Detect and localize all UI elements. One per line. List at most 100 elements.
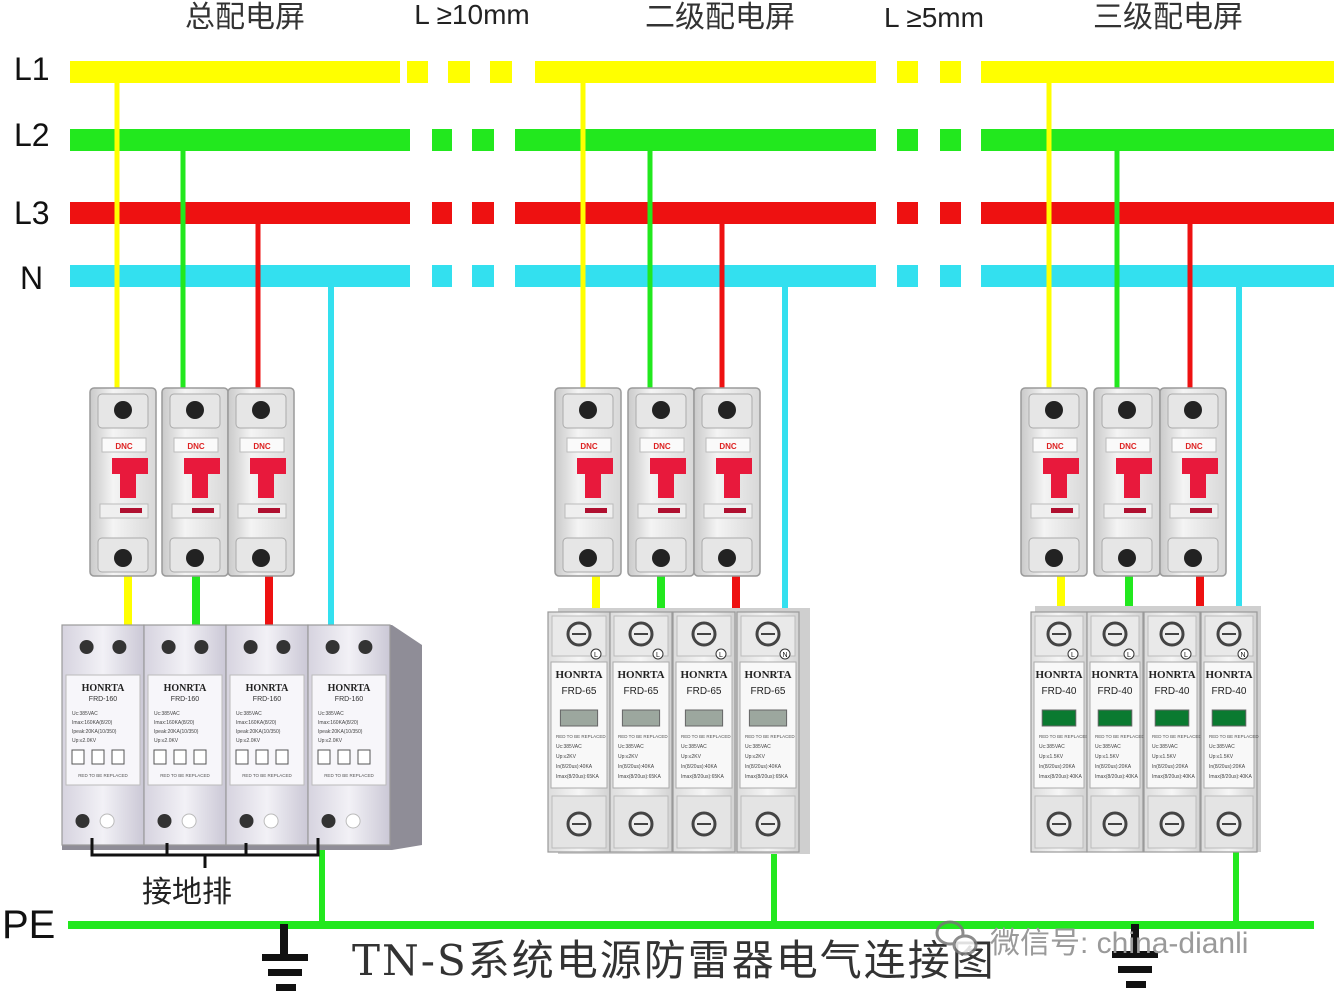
spd-label-panel — [147, 674, 223, 786]
spd-spec-line: Imax(8/20us):40KA — [1209, 774, 1252, 780]
bus-l3-segment — [432, 202, 452, 224]
spd-spec-line: Ipeak:20KA(10/350) — [318, 729, 363, 735]
terminal-hole-icon — [345, 813, 361, 829]
spd-spec-line: In(8/20us):40KA — [745, 764, 782, 770]
wire-l1 — [580, 80, 586, 388]
terminal-mark-circle — [1237, 648, 1249, 660]
spd-spec-line: Up:≤1.5KV — [1095, 754, 1120, 760]
bus-l3-segment — [472, 202, 494, 224]
spd-label-panel — [65, 674, 141, 786]
spd-spec-line: Imax(8/20us):40KA — [1095, 774, 1138, 780]
spd-model: FRD-40 — [1154, 686, 1189, 697]
breaker-handle — [650, 458, 686, 474]
terminal-mark-circle — [652, 648, 664, 660]
wire-l3-spd — [265, 575, 273, 625]
wire-l2-spd — [192, 575, 200, 625]
breaker-handle — [577, 458, 613, 474]
spd-replace-note: RED TO BE REPLACED — [556, 734, 606, 739]
spd-spec-line: In(8/20us):20KA — [1152, 764, 1189, 770]
main-panel-title: 总配电屏 — [185, 0, 305, 35]
bus-l3-segment — [515, 202, 876, 224]
terminal-mark-circle — [1067, 648, 1079, 660]
circuit-breaker: DNC — [227, 387, 295, 577]
terminal-mark: N — [782, 652, 787, 659]
spd-spec-line: Up:≤1.5KV — [1039, 754, 1064, 760]
wire-l1-spd — [592, 575, 600, 612]
spd-spec-line: Ipeak:20KA(10/350) — [154, 729, 199, 735]
spd-window — [91, 749, 105, 765]
spd-spec-line: Up:≤1.5KV — [1209, 754, 1234, 760]
spd-spec-line: Imax(8/20us):40KA — [1152, 774, 1195, 780]
breaker-indicator — [724, 508, 746, 513]
bus-l1-segment — [981, 61, 1334, 83]
bus-l2-segment — [981, 129, 1334, 151]
spd-spec-line: Imax:160KA(8/20) — [154, 720, 195, 726]
spd-spec-line: Ipeak:20KA(10/350) — [236, 729, 281, 735]
bus-l1-segment — [407, 61, 428, 83]
breaker-brand: DNC — [719, 442, 737, 451]
spd-status-window — [684, 709, 724, 727]
spd-window — [111, 749, 125, 765]
spd-replace-note: RED TO BE REPLACED — [160, 773, 210, 778]
bus-label-n: N — [20, 260, 43, 296]
spd-window — [357, 749, 371, 765]
bus-l3-segment — [981, 202, 1334, 224]
spd-brand: HONRTA — [555, 669, 602, 681]
bus-l1-segment — [897, 61, 918, 83]
circuit-breaker: DNC — [161, 387, 229, 577]
breaker-indicator — [192, 508, 214, 513]
wire-l1 — [114, 80, 120, 388]
terminal-mark: L — [1071, 652, 1075, 659]
breaker-brand: DNC — [653, 442, 671, 451]
circuit-breaker: DNC — [89, 387, 157, 577]
ground-symbol-left — [262, 924, 308, 991]
spd-replace-note: RED TO BE REPLACED — [618, 734, 668, 739]
bus-l2-segment — [897, 129, 918, 151]
wire-pe — [771, 850, 777, 925]
breaker-handle-stem — [192, 474, 208, 498]
spd-spec-line: Up:≤2KV — [618, 754, 639, 760]
terminal-hole-icon — [239, 814, 254, 828]
breaker-handle-stem — [120, 474, 136, 498]
ground-bar-bracket — [90, 838, 320, 868]
circuit-breaker: DNC — [693, 387, 761, 577]
wire-l2 — [180, 148, 186, 388]
wire-l3 — [719, 222, 725, 388]
spd-window — [255, 749, 269, 765]
connection-wires — [114, 80, 1242, 940]
terminal-screw-icon — [718, 401, 736, 419]
spd-replace-note: RED TO BE REPLACED — [681, 734, 731, 739]
spd-status-window — [748, 709, 788, 727]
breaker-handle-stem — [658, 474, 674, 498]
surge-protectors: HONRTAFRD-160Uc:385VACImax:160KA(8/20)Ip… — [61, 606, 1261, 854]
terminal-mark: L — [656, 652, 660, 659]
ground-bar-label: 接地排 — [142, 875, 232, 910]
terminal-hole-icon — [161, 640, 176, 654]
breaker-handle-stem — [1124, 474, 1140, 498]
spd-replace-note: RED TO BE REPLACED — [324, 773, 374, 778]
wire-l1 — [1046, 80, 1052, 388]
terminal-screw-icon — [252, 401, 270, 419]
spd-spec-line: Uc:385VAC — [236, 711, 262, 717]
spd-spec-line: Uc:385VAC — [681, 744, 707, 750]
wire-n — [328, 285, 334, 625]
breaker-label-plate — [239, 437, 285, 453]
watermark-text: 微信号: china-dianli — [990, 927, 1248, 960]
spd-spec-line: Uc:385VAC — [1152, 744, 1178, 750]
terminal-screw-icon — [252, 549, 270, 567]
spd-brand: HONRTA — [328, 683, 372, 694]
spd-status-window — [621, 709, 661, 727]
bus-label-l1: L1 — [14, 51, 50, 87]
spd-model: FRD-65 — [561, 686, 596, 697]
terminal-mark-circle — [779, 648, 791, 660]
spd-spec-line: Uc:385VAC — [318, 711, 344, 717]
spd-spec-line: Imax:160KA(8/20) — [318, 720, 359, 726]
breaker-handle-stem — [585, 474, 601, 498]
bus-l1-segment — [490, 61, 512, 83]
terminal-hole-icon — [181, 813, 197, 829]
third-panel-title: 三级配电屏 — [1093, 0, 1243, 35]
terminal-hole-icon — [243, 640, 258, 654]
spd-spec-line: Imax(8/20us):40KA — [1039, 774, 1082, 780]
